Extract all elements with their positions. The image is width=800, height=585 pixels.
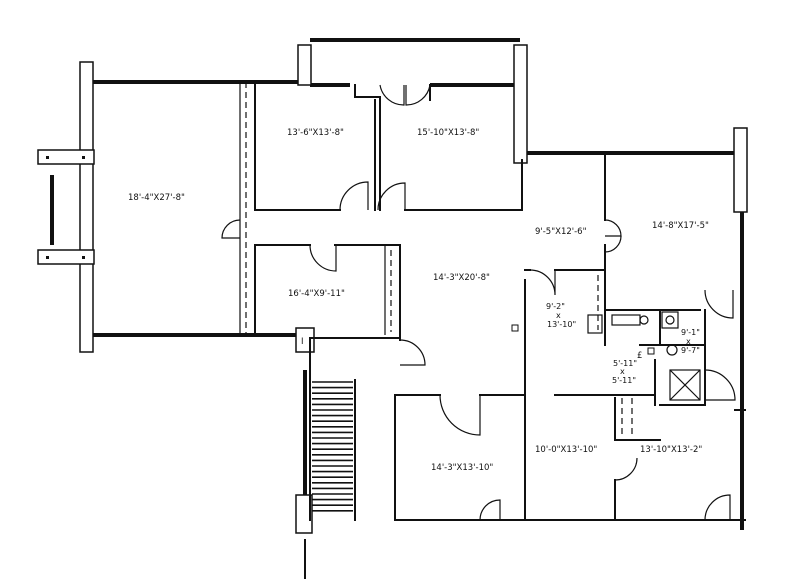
pier-lower xyxy=(37,249,95,265)
column xyxy=(295,327,315,353)
label-south-left: 14'-3"X13'-10" xyxy=(431,463,493,473)
stair-post xyxy=(295,494,313,534)
label-bath-1: 9'-1" xyxy=(681,328,700,337)
room-labels: 18'-4"X27'-8" 13'-6"X13'-8" 15'-10"X13'-… xyxy=(128,128,709,473)
door-entry-right xyxy=(405,84,431,106)
label-small-a-3: 13'-10" xyxy=(547,320,576,329)
label-pound: £ xyxy=(637,351,642,361)
pier-n2 xyxy=(513,44,528,164)
label-great-room: 18'-4"X27'-8" xyxy=(128,193,185,203)
label-closet-3: 5'-11" xyxy=(612,376,636,385)
label-living: 14'-3"X20'-8" xyxy=(433,273,490,283)
interior-walls xyxy=(239,81,746,521)
label-south-mid: 10'-0"X13'-10" xyxy=(535,445,597,455)
sink-fixture xyxy=(587,314,603,334)
shower xyxy=(669,369,701,401)
pier-upper xyxy=(37,149,95,165)
door-stair xyxy=(399,339,426,366)
door-great-room xyxy=(221,219,241,239)
label-bedroom-a: 13'-6"X13'-8" xyxy=(287,128,344,138)
label-hall-room: 9'-5"X12'-6" xyxy=(535,227,587,237)
door-bedroom-a xyxy=(339,181,369,211)
door-closet xyxy=(704,369,736,401)
door-hall-a xyxy=(604,219,622,237)
label-south-right: 13'-10"X13'-2" xyxy=(640,445,702,455)
door-bedroom-b xyxy=(377,182,406,211)
label-room-mid: 16'-4"X9'-11" xyxy=(288,289,345,299)
sink-bowl xyxy=(639,315,649,325)
pier-n1 xyxy=(297,44,312,86)
door-south-right xyxy=(704,494,731,521)
door-south-left-2 xyxy=(479,499,501,521)
staircase xyxy=(312,381,353,512)
label-closet-2: x xyxy=(620,367,625,376)
label-small-a-2: x xyxy=(556,311,561,320)
door-room-mid xyxy=(309,244,337,272)
fixtures xyxy=(511,311,701,401)
label-bath-3: 9'-7" xyxy=(681,346,700,355)
door-bath xyxy=(704,289,734,319)
toilet-tank xyxy=(661,311,679,329)
label-northeast: 14'-8"X17'-5" xyxy=(652,221,709,231)
toilet-bowl xyxy=(666,344,678,356)
label-bedroom-b: 15'-10"X13'-8" xyxy=(417,128,479,138)
door-small-room xyxy=(529,269,556,296)
label-closet-1: 5'-11" xyxy=(613,359,637,368)
label-column-tag: I xyxy=(301,337,304,347)
doors xyxy=(221,84,736,521)
door-entry-left xyxy=(379,84,405,106)
label-small-a-1: 9'-2" xyxy=(546,302,565,311)
piers xyxy=(37,44,748,534)
door-south-mid xyxy=(614,457,638,481)
exterior-walls xyxy=(50,38,744,579)
label-bath-2: x xyxy=(686,337,691,346)
door-hall-b xyxy=(604,235,622,253)
counter xyxy=(611,314,641,326)
west-wall-pier xyxy=(79,61,94,353)
door-south-left xyxy=(439,394,481,436)
pier-ne xyxy=(733,127,748,213)
